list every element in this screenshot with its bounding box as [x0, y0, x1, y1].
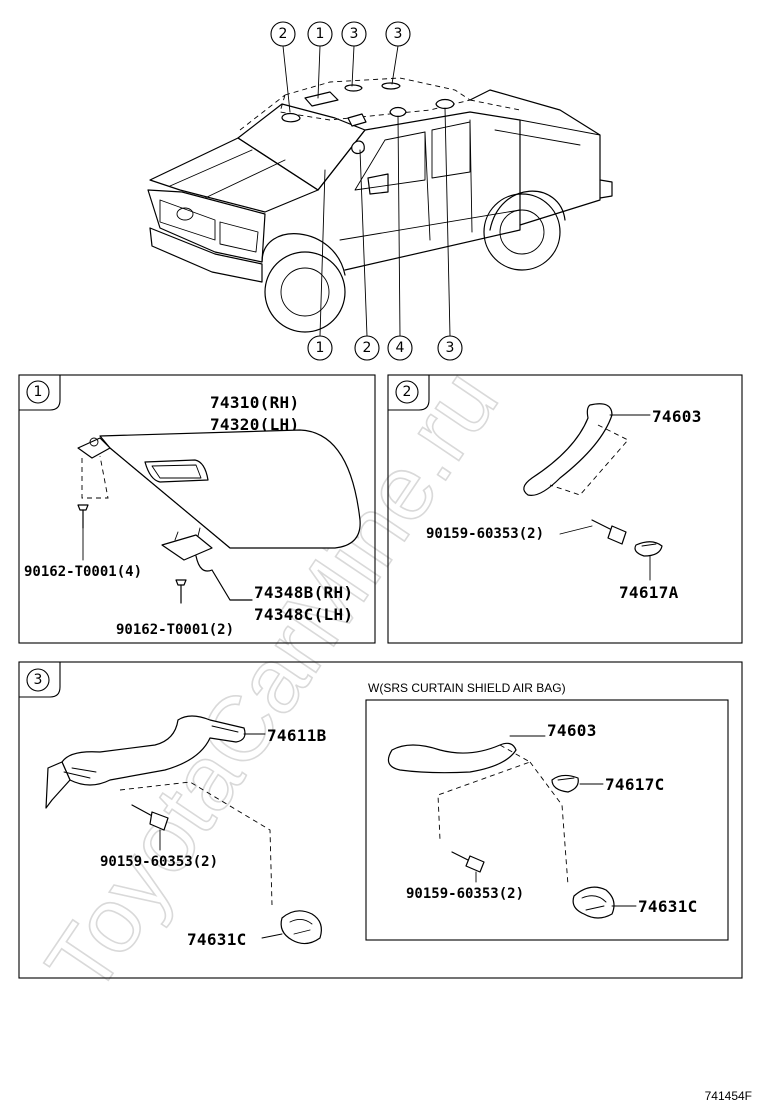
figure-code: 741454F: [705, 1089, 752, 1103]
svg-text:3: 3: [394, 26, 403, 42]
svg-text:2: 2: [403, 384, 412, 400]
svg-text:2: 2: [279, 26, 288, 42]
inset-grip: [387, 742, 517, 774]
overview-leaders: [282, 45, 451, 337]
panel-3-index: [26, 668, 50, 692]
truck-overview: [147, 77, 613, 333]
panel-2-frame: [387, 374, 743, 644]
callout-bottom-3: 4: [387, 335, 413, 361]
label-holder-rh: 74348B(RH): [254, 583, 353, 602]
label-grip: 74603: [652, 407, 702, 426]
overview-callouts: 2 1 3 3 1 2 4 3: [270, 21, 463, 361]
grip-screw: [591, 519, 627, 545]
rear-clip: [280, 910, 322, 945]
label-grip-screw: 90159-60353(2): [426, 526, 544, 542]
svg-text:4: 4: [396, 340, 405, 356]
label-inset-clip: 74631C: [638, 897, 698, 916]
assist-grip: [523, 403, 613, 496]
label-visor-rh: 74310(RH): [210, 393, 299, 412]
callout-bottom-1: 1: [307, 335, 333, 361]
label-rear-clip: 74631C: [187, 930, 247, 949]
label-grip-cap: 74617A: [619, 583, 679, 602]
visor-holder: [161, 534, 213, 561]
panel-3-frame: [18, 661, 743, 979]
svg-text:1: 1: [316, 340, 325, 356]
callout-top-4: 3: [385, 21, 411, 47]
label-inset-screw: 90159-60353(2): [406, 886, 524, 902]
label-holder-lh: 74348C(LH): [254, 605, 353, 624]
panel-2-index: [395, 380, 419, 404]
visor-hinge: [77, 437, 111, 459]
svg-text:3: 3: [350, 26, 359, 42]
inset-frame: [365, 699, 729, 941]
inset-title: W(SRS CURTAIN SHIELD AIR BAG): [368, 681, 566, 695]
callout-top-3: 3: [341, 21, 367, 47]
svg-text:3: 3: [34, 672, 43, 688]
label-screw-lower: 90162-T0001(2): [116, 622, 234, 638]
inset-screw: [451, 851, 485, 873]
rear-grip: [61, 715, 246, 786]
grip-cap: [634, 541, 663, 557]
svg-text:1: 1: [316, 26, 325, 42]
label-rear-grip-screw: 90159-60353(2): [100, 854, 218, 870]
panel-1-frame: [18, 374, 376, 644]
panel-1-sun-visor: 1 74310(RH) 74320(LH) 90162-T0001(4) 743…: [18, 374, 376, 644]
svg-text:2: 2: [363, 340, 372, 356]
panel-3-rear-grips: 3 74611B 90159-60353(2) 74631C W(SRS CUR…: [18, 661, 743, 979]
screw-upper: [77, 504, 89, 529]
svg-text:3: 3: [446, 340, 455, 356]
visor-marker: [304, 91, 339, 107]
panel-1-index: [26, 380, 50, 404]
sun-visor: [99, 429, 361, 549]
rear-grip-screw: [131, 804, 169, 831]
label-inset-cap: 74617C: [605, 775, 665, 794]
label-visor-lh: 74320(LH): [210, 415, 299, 434]
callout-top-1: 2: [270, 21, 296, 47]
inset-clip: [572, 886, 615, 919]
svg-text:1: 1: [34, 384, 43, 400]
callout-top-2: 1: [307, 21, 333, 47]
label-inset-grip: 74603: [547, 721, 597, 740]
callout-bottom-4: 3: [437, 335, 463, 361]
callout-bottom-2: 2: [354, 335, 380, 361]
panel-2-assist-grip: 2 74603 90159-60353(2) 74617A: [387, 374, 743, 644]
label-screw-upper: 90162-T0001(4): [24, 564, 142, 580]
label-rear-grip: 74611B: [267, 726, 327, 745]
screw-lower: [175, 579, 187, 604]
